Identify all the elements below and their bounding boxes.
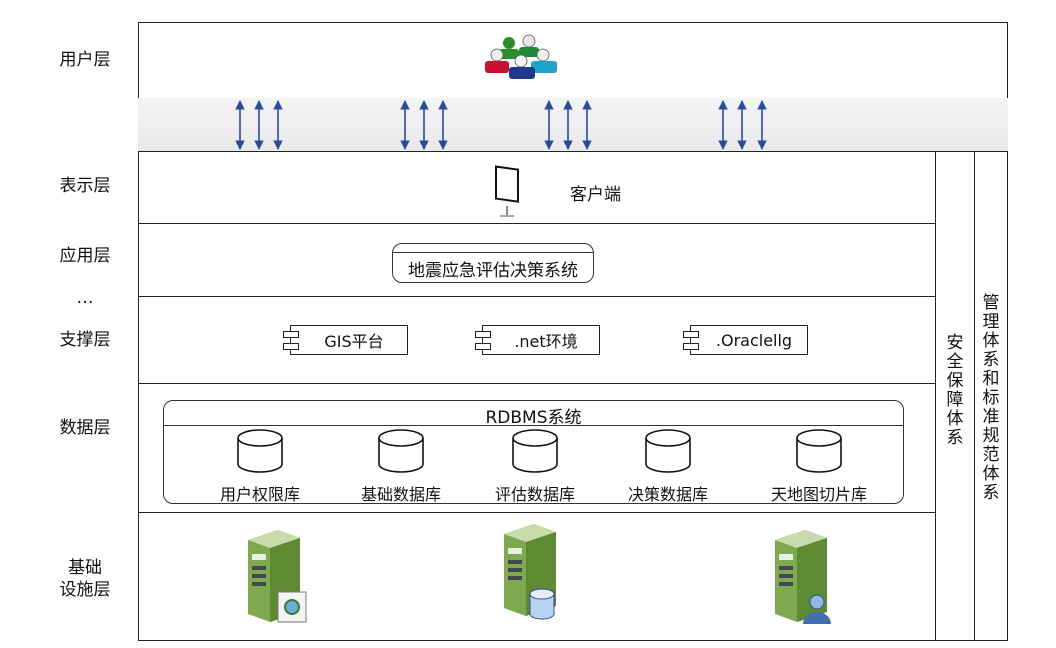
layer-label-support: 支撑层 (59, 330, 111, 350)
divider (138, 512, 936, 513)
database-icon (645, 429, 691, 473)
server-user-icon (775, 530, 831, 624)
divider (138, 383, 936, 384)
layer-label-user: 用户层 (59, 50, 111, 70)
component-gis: GIS平台 (283, 317, 408, 363)
db-tianditu-tiles: 天地图切片库 (770, 485, 867, 504)
database-icon (378, 429, 424, 473)
database-icon (512, 429, 558, 473)
database-icon (237, 429, 283, 473)
component-gis-label: GIS平台 (324, 332, 384, 351)
db-assessment-data: 评估数据库 (494, 485, 575, 504)
security-system-box: 安全保障体系 (935, 151, 975, 641)
layer-label-data: 数据层 (59, 418, 111, 438)
earthquake-system-label: 地震应急评估决策系统 (408, 261, 578, 281)
rdbms-label: RDBMS系统 (485, 408, 582, 428)
db-decision-data: 决策数据库 (627, 485, 708, 504)
server-icon (248, 530, 307, 623)
client-label: 客户端 (570, 185, 621, 205)
component-oracle: .Oraclellg (683, 317, 808, 363)
connection-band (138, 98, 1008, 152)
projector-screen-icon (495, 165, 519, 217)
rdbms-box: RDBMS系统 (163, 400, 904, 504)
bidirectional-arrows (235, 100, 767, 150)
management-standards-label: 管理体系和标准规范体系 (982, 293, 1000, 503)
db-user-permissions: 用户权限库 (219, 485, 300, 504)
database-icon (796, 429, 842, 473)
component-dotnet: .net环境 (475, 317, 600, 363)
divider (138, 296, 936, 297)
layer-label-infrastructure-1: 基础 (68, 558, 102, 578)
component-oracle-label: .Oraclellg (715, 330, 793, 350)
divider (138, 223, 936, 224)
users-group-icon (485, 34, 557, 79)
layer-label-application: 应用层 (59, 246, 111, 266)
component-dotnet-label: .net环境 (514, 332, 578, 351)
layer-label-presentation: 表示层 (59, 176, 111, 196)
database-cylinders (237, 429, 842, 473)
user-layer-box (138, 22, 1008, 99)
server-database-icon (504, 524, 556, 620)
db-basic-data: 基础数据库 (360, 485, 441, 504)
management-standards-box: 管理体系和标准规范体系 (974, 151, 1008, 641)
layer-label-ellipsis: … (76, 288, 94, 308)
security-system-label: 安全保障体系 (946, 333, 964, 448)
layer-label-infrastructure-2: 设施层 (59, 580, 111, 600)
earthquake-system-box: 地震应急评估决策系统 (392, 243, 594, 283)
